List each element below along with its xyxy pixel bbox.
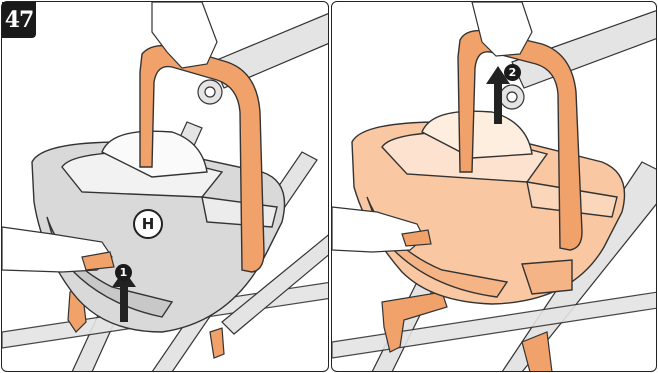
callout-h: H (133, 209, 163, 239)
right-panel-drawing (332, 2, 657, 372)
step-2-marker: 2 (504, 64, 521, 81)
step-number-badge: 47 (2, 2, 36, 38)
step-1-marker: 1 (115, 264, 132, 281)
left-panel: H 1 (1, 1, 329, 372)
left-panel-drawing (2, 2, 329, 372)
right-panel: 2 (331, 1, 657, 372)
